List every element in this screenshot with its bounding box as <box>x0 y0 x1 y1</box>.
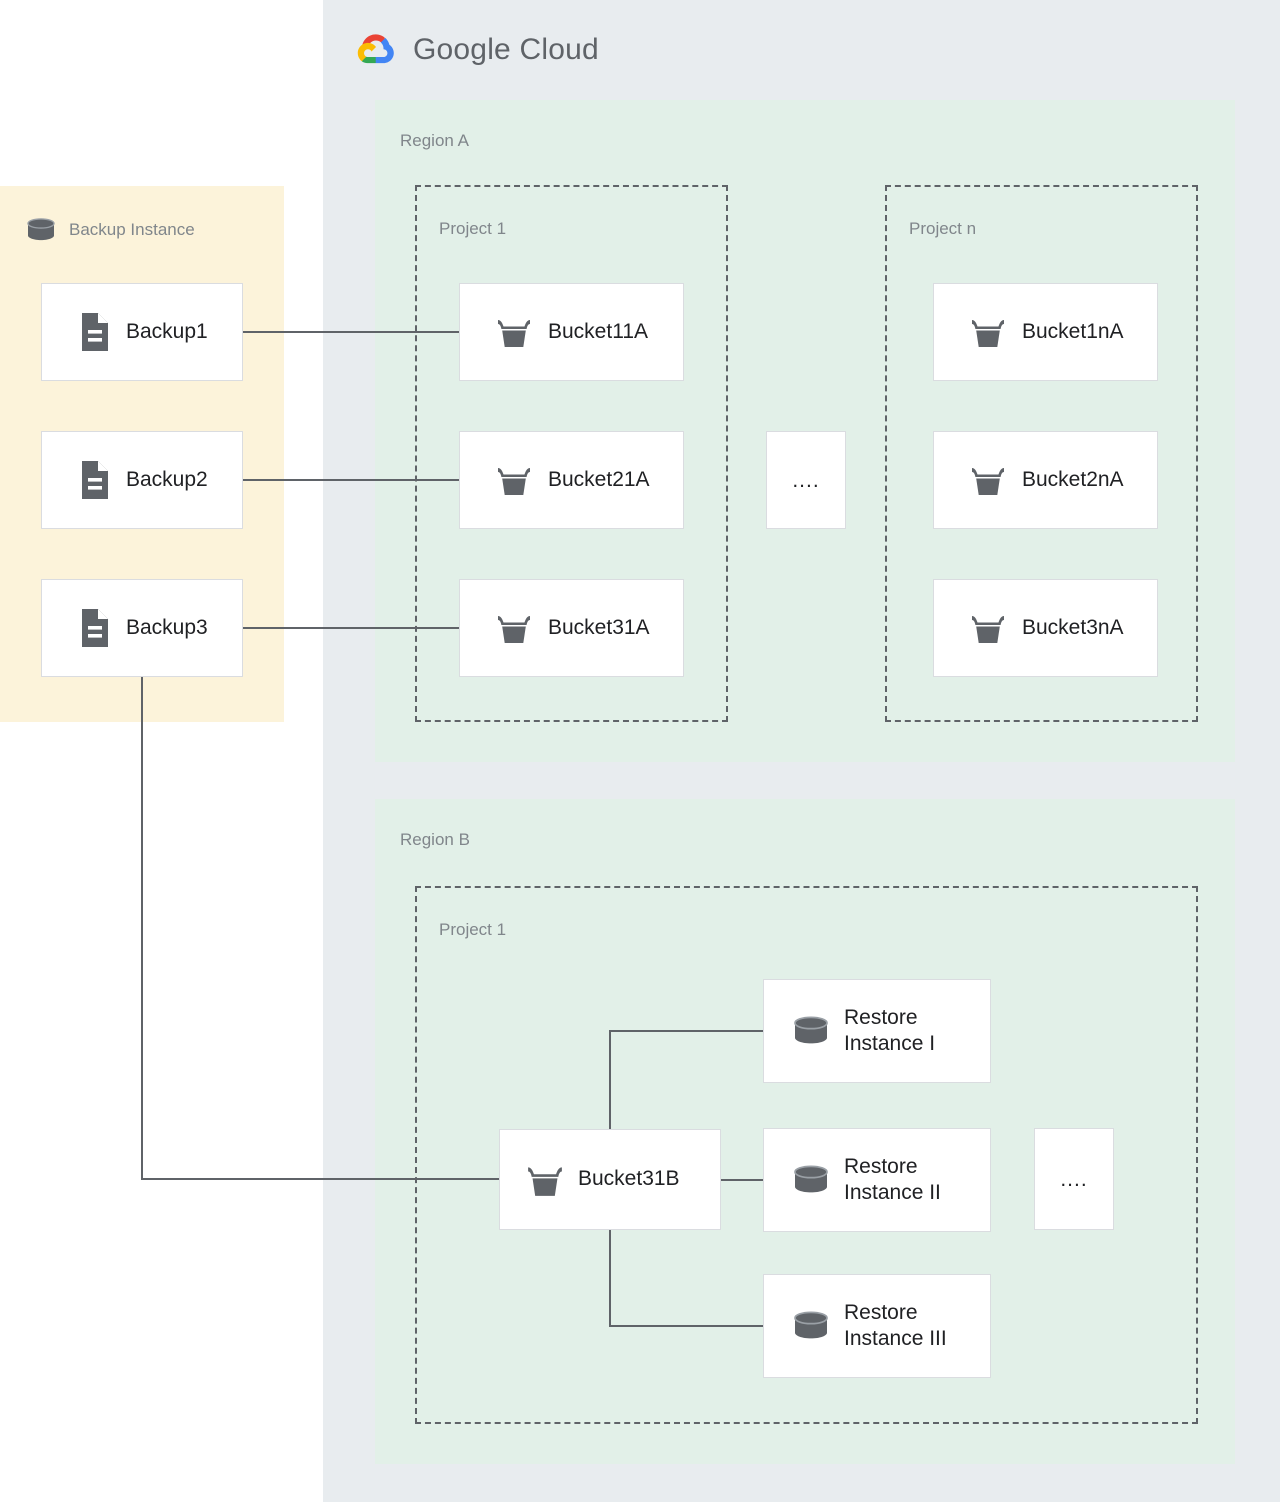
region-b-label: Region B <box>400 830 470 849</box>
brand-word-google: Google <box>413 33 511 66</box>
card-bucket31a[interactable]: Bucket31A <box>459 579 684 677</box>
card-bucket1na-label: Bucket1nA <box>1022 319 1124 343</box>
bucket-icon <box>498 320 530 347</box>
database-cylinder-icon <box>794 1016 828 1044</box>
bucket-icon <box>972 468 1004 495</box>
card-bucket21a-label: Bucket21A <box>548 467 650 491</box>
project-1-region-a-label: Project 1 <box>439 219 507 238</box>
ellipsis-region-a-label: .... <box>792 468 820 492</box>
project-n-region-a-container: Project n <box>885 185 1198 722</box>
card-backup2-label: Backup2 <box>126 467 208 491</box>
region-a-label: Region A <box>400 131 469 150</box>
project-1-region-b-label: Project 1 <box>439 920 507 939</box>
card-bucket31a-label: Bucket31A <box>548 615 650 639</box>
card-backup1[interactable]: Backup1 <box>41 283 243 381</box>
card-backup2[interactable]: Backup2 <box>41 431 243 529</box>
bucket-icon <box>972 616 1004 643</box>
card-restore-instance-2-label: Restore Instance II <box>844 1154 941 1204</box>
bucket-icon <box>498 616 530 643</box>
brand-word-cloud: Cloud <box>519 33 599 66</box>
card-bucket3na[interactable]: Bucket3nA <box>933 579 1158 677</box>
card-backup3-label: Backup3 <box>126 615 208 639</box>
card-restore-instance-3-label: Restore Instance III <box>844 1300 947 1350</box>
database-cylinder-icon <box>27 218 55 241</box>
card-restore-instance-1-label: Restore Instance I <box>844 1005 936 1055</box>
backup-instance-header: Backup Instance <box>26 217 195 243</box>
document-icon <box>82 313 108 351</box>
backup-instance-title: Backup Instance <box>69 220 195 239</box>
card-bucket2na-label: Bucket2nA <box>1022 467 1124 491</box>
project-n-region-a-label: Project n <box>909 219 977 238</box>
card-bucket21a[interactable]: Bucket21A <box>459 431 684 529</box>
google-cloud-logo-icon <box>357 34 394 64</box>
card-bucket11a-label: Bucket11A <box>548 319 649 343</box>
bucket-icon <box>528 1166 562 1196</box>
card-ellipsis-region-b: .... <box>1034 1128 1114 1230</box>
project-1-region-a-container: Project 1 <box>415 185 728 722</box>
database-cylinder-icon <box>794 1311 828 1339</box>
card-bucket1na[interactable]: Bucket1nA <box>933 283 1158 381</box>
ellipsis-region-b-label: .... <box>1060 1167 1088 1191</box>
bucket-icon <box>972 320 1004 347</box>
card-restore-instance-1[interactable]: Restore Instance I <box>763 979 991 1083</box>
card-restore-instance-3[interactable]: Restore Instance III <box>763 1274 991 1378</box>
bucket-icon <box>498 468 530 495</box>
google-cloud-logo: Google Cloud <box>355 30 599 70</box>
card-bucket3na-label: Bucket3nA <box>1022 615 1124 639</box>
google-cloud-logo-text: Google Cloud <box>413 33 599 67</box>
card-bucket2na[interactable]: Bucket2nA <box>933 431 1158 529</box>
card-bucket31b-label: Bucket31B <box>578 1167 680 1191</box>
database-cylinder-icon <box>794 1165 828 1193</box>
card-bucket31b[interactable]: Bucket31B <box>499 1129 721 1230</box>
card-backup3[interactable]: Backup3 <box>41 579 243 677</box>
document-icon <box>82 609 108 647</box>
document-icon <box>82 461 108 499</box>
card-restore-instance-2[interactable]: Restore Instance II <box>763 1128 991 1232</box>
card-ellipsis-region-a: .... <box>766 431 846 529</box>
card-backup1-label: Backup1 <box>126 319 208 343</box>
card-bucket11a[interactable]: Bucket11A <box>459 283 684 381</box>
